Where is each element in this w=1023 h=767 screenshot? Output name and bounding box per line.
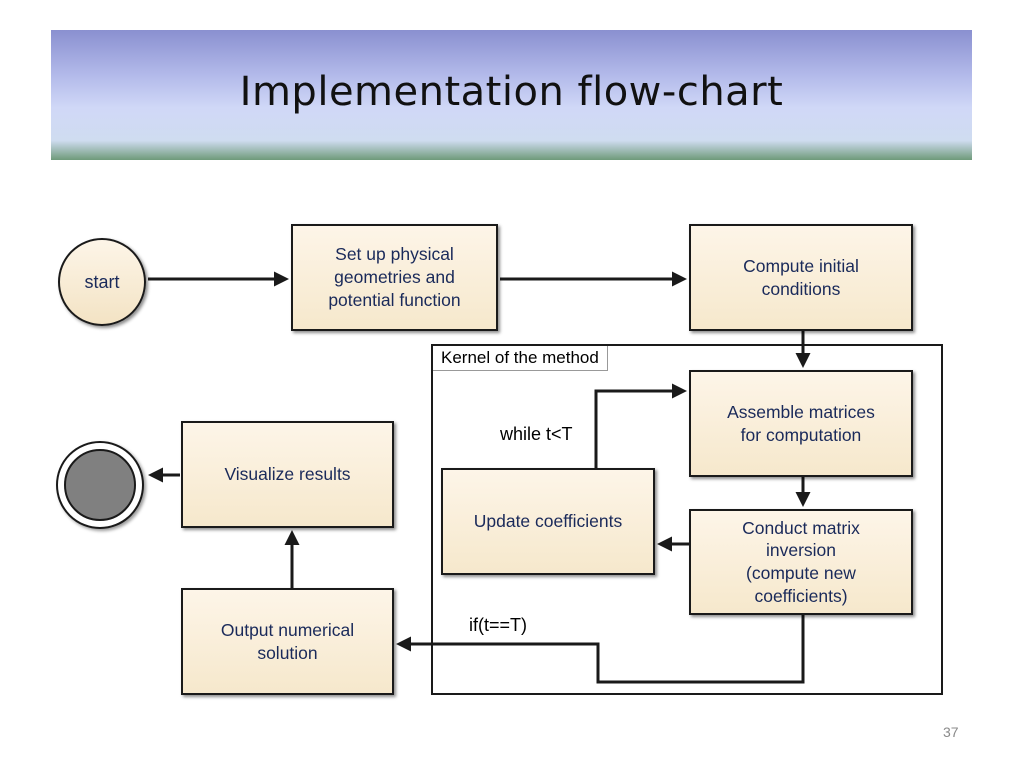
exit-condition-label: if(t==T) [469,615,528,635]
loop-condition-label: while t<T [500,424,573,444]
kernel-label: Kernel of the method [433,346,608,371]
kernel-frame [431,344,943,695]
visualize-results-node: Visualize results [181,421,394,528]
title-bar: Implementation flow-chart [51,30,972,160]
arrow-inversion-to-output [396,614,805,684]
update-coefficients-node: Update coefficients [441,468,655,575]
end-node-fill [64,449,136,521]
assemble-matrices-node: Assemble matrices for computation [689,370,913,477]
end-node [56,441,144,529]
output-solution-node: Output numerical solution [181,588,394,695]
start-node: start [58,238,146,326]
initial-conditions-node: Compute initial conditions [689,224,913,331]
matrix-inversion-node: Conduct matrix inversion (compute new co… [689,509,913,615]
page-number: 37 [943,724,959,740]
arrow-update-to-assemble [594,383,687,468]
setup-node: Set up physical geometries and potential… [291,224,498,331]
slide-title: Implementation flow-chart [239,69,784,115]
